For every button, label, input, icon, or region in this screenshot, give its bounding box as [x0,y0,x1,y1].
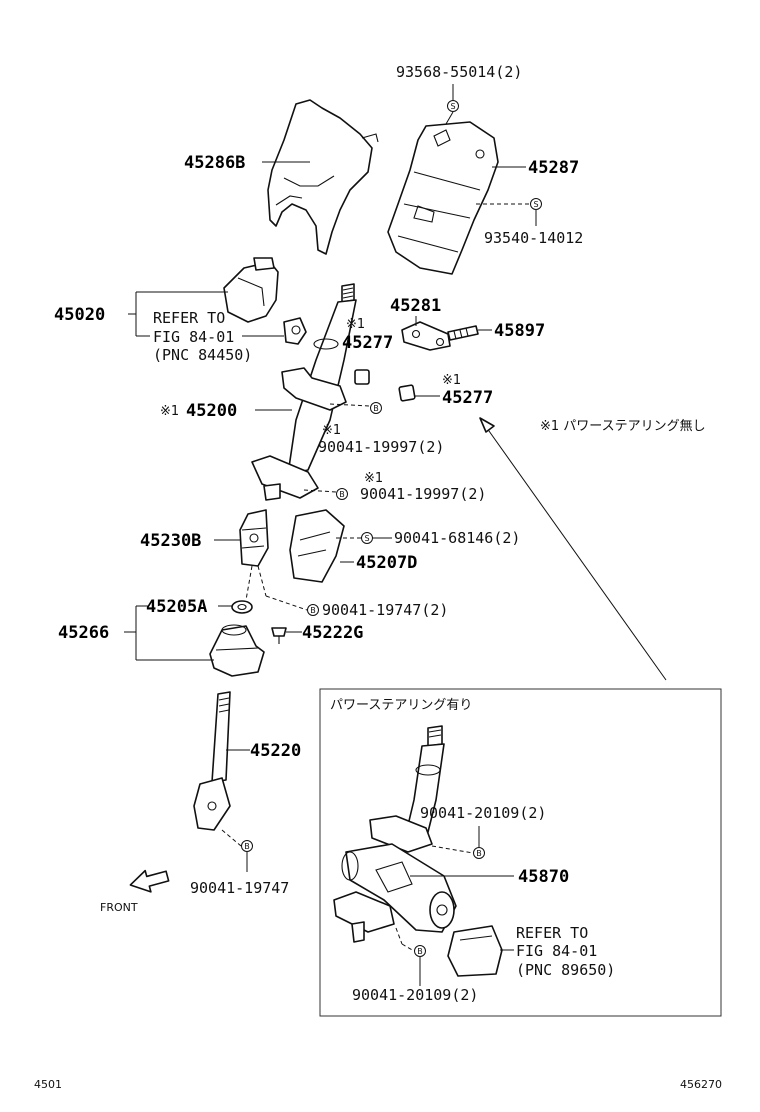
mark-45277a: ※1 [346,317,365,332]
ecu-module [447,925,503,977]
inset-title: パワーステアリング有り [330,698,472,713]
inset-leaders [395,826,514,986]
label-45277a: 45277 [342,333,393,353]
svg-text:B: B [339,490,345,499]
steering-lock-assembly [223,257,307,345]
footer-right: 456270 [680,1078,722,1091]
svg-text:S: S [533,200,538,209]
label-93568: 93568-55014(2) [396,63,522,81]
label-45222G: 45222G [302,623,363,643]
footer-left: 4501 [34,1078,62,1091]
column-cover-lower [387,121,499,275]
mark-19997a: ※1 [322,423,341,438]
svg-text:B: B [476,849,482,858]
column-cover-upper [267,99,379,255]
front-arrow-icon [129,869,170,893]
label-45200: 45200 [186,401,237,421]
svg-text:B: B [310,606,316,615]
washer-45205A [231,600,253,614]
label-93540: 93540-14012 [484,229,583,247]
label-front: FRONT [100,901,138,914]
mark-45200: ※1 [160,404,179,419]
label-45870: 45870 [518,867,569,887]
shield-45207D [289,509,345,583]
label-90041-68146: 90041-68146(2) [394,529,520,547]
svg-text:S: S [450,102,455,111]
label-45207D: 45207D [356,553,417,573]
inset-box [319,688,722,1017]
power-steering-column [333,725,445,943]
legend-note: ※1 パワーステアリング無し [540,419,706,434]
bolt-45897 [447,325,479,341]
motor-45870 [341,843,457,933]
bracket-45281 [401,321,451,351]
label-refer2-line2: FIG 84-01 [516,942,597,960]
svg-text:S: S [364,534,369,543]
label-90041-19997-b: 90041-19997(2) [360,485,486,503]
label-45205A: 45205A [146,597,207,617]
svg-text:B: B [244,842,250,851]
mark-19997b: ※1 [364,471,383,486]
label-45286B: 45286B [184,153,245,173]
mark-45277b: ※1 [442,373,461,388]
fastener-symbols: S S B B S B B B B [241,100,542,957]
label-45277b: 45277 [442,388,493,408]
label-90041-19747: 90041-19747 [190,879,289,897]
screw-45222G [271,627,287,644]
label-refer2-line3: (PNC 89650) [516,961,615,979]
reference-arrow [483,423,667,681]
label-45020: 45020 [54,305,105,325]
arrow-head [479,417,495,433]
label-refer2-line1: REFER TO [516,924,588,942]
clip-45277-a [354,369,370,385]
label-90041-19997-a: 90041-19997(2) [318,438,444,456]
steering-column [251,283,357,501]
label-refer1-line3: (PNC 84450) [153,346,252,364]
label-45281: 45281 [390,296,441,316]
label-45287: 45287 [528,158,579,178]
svg-text:B: B [417,947,423,956]
label-45897: 45897 [494,321,545,341]
label-refer1-line2: FIG 84-01 [153,328,234,346]
label-45230B: 45230B [140,531,201,551]
label-refer1-line1: REFER TO [153,309,225,327]
universal-joint [239,509,269,567]
clip-45277-b [398,384,416,402]
svg-text:B: B [373,404,379,413]
label-90041-20109-b: 90041-20109(2) [352,986,478,1004]
label-90041-19747-2: 90041-19747(2) [322,601,448,619]
label-90041-20109-a: 90041-20109(2) [420,804,546,822]
label-45266: 45266 [58,623,109,643]
label-45220: 45220 [250,741,301,761]
leader-lines [124,84,537,872]
intermediate-shaft [193,691,231,831]
boot-45266 [209,624,265,677]
